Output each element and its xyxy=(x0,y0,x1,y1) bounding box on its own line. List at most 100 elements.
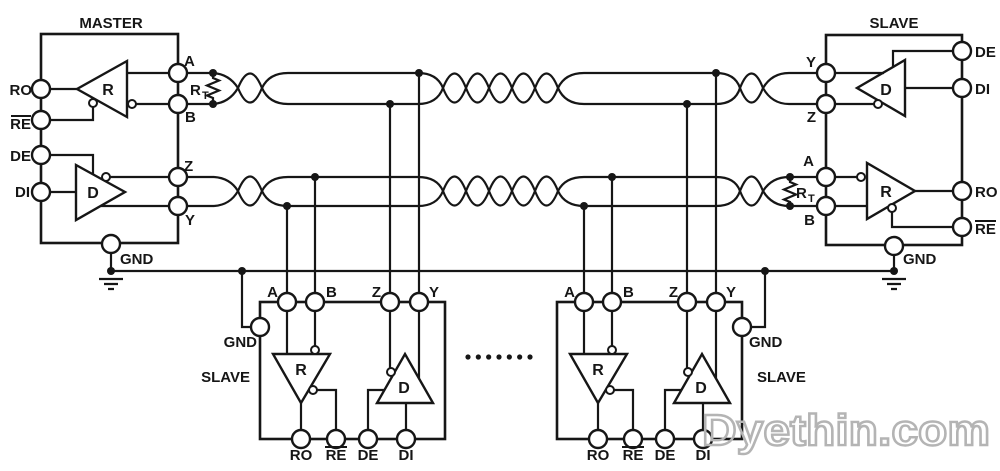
internal-wires xyxy=(285,311,421,430)
pin-y xyxy=(815,62,837,84)
cable-eye xyxy=(556,175,742,208)
pin-label-b: B xyxy=(185,109,196,126)
slave2-gnd-branch xyxy=(751,271,767,329)
twist-lens xyxy=(236,72,264,104)
resistor-zigzag xyxy=(204,73,222,104)
pin-label-ro: RO xyxy=(975,184,998,201)
slave-bottom-1-block: R D A B Z Y RO RE DE DI GND SLAVE xyxy=(201,284,447,464)
resistor-zigzag xyxy=(781,177,799,206)
pin-label-y: Y xyxy=(185,212,195,229)
pin-ro xyxy=(290,428,312,450)
pin-z xyxy=(815,93,837,115)
wire-cross xyxy=(762,71,817,106)
ellipsis-dot xyxy=(475,354,481,360)
inverting-bubble xyxy=(607,345,617,355)
inverting-bubble xyxy=(873,99,883,109)
cable-pair-top-ab xyxy=(187,71,817,106)
wire xyxy=(187,175,214,208)
device-title: SLAVE xyxy=(870,15,919,32)
driver-letter: D xyxy=(880,82,892,99)
pin-label-re: RE xyxy=(326,447,347,464)
rt-label-sub: T xyxy=(202,90,209,102)
device-title: SLAVE xyxy=(757,369,806,386)
rt-label-sub: T xyxy=(808,193,815,205)
pin-label-z: Z xyxy=(669,284,678,301)
pin-b xyxy=(815,195,837,217)
enable-bubble xyxy=(88,98,98,108)
pin-label-di: DI xyxy=(399,447,414,464)
pin-re xyxy=(951,216,973,238)
pin-a xyxy=(276,291,298,313)
pin-b xyxy=(304,291,326,313)
termination-resistor-right: R T xyxy=(781,177,815,206)
driver-letter: D xyxy=(398,380,410,397)
bus-tap-wires xyxy=(285,73,718,293)
cable-eye xyxy=(260,71,445,106)
device-outline xyxy=(39,32,180,245)
ellipsis-dot xyxy=(486,354,492,360)
pin-label-a: A xyxy=(267,284,278,301)
receiver-letter: R xyxy=(102,82,114,99)
pin-label-re: RE xyxy=(10,116,31,133)
pin-label-a: A xyxy=(184,53,195,70)
pin-de xyxy=(654,428,676,450)
internal-wires xyxy=(835,49,953,229)
earth-symbol-left xyxy=(99,277,123,291)
pin-gnd xyxy=(883,235,905,257)
inverting-bubble xyxy=(101,172,111,182)
pin-y xyxy=(705,291,727,313)
pin-z xyxy=(379,291,401,313)
receiver-triangle xyxy=(270,352,333,406)
pin-ro xyxy=(30,78,52,100)
inverting-bubble xyxy=(856,172,866,182)
slave-right-block: SLAVE D R Y Z A B DE DI RO RE GND xyxy=(803,15,998,268)
pin-gnd xyxy=(249,316,271,338)
cable-eye xyxy=(556,71,742,106)
pin-di xyxy=(951,77,973,99)
twist-lens xyxy=(738,72,765,104)
ellipsis-dot xyxy=(527,354,533,360)
enable-bubble xyxy=(605,385,615,395)
inverting-bubble xyxy=(386,367,396,377)
pin-z xyxy=(676,291,698,313)
pin-label-di: DI xyxy=(696,447,711,464)
watermark-text: Dyethin.com xyxy=(702,406,990,455)
device-title: SLAVE xyxy=(201,369,250,386)
pin-re xyxy=(30,109,52,131)
enable-bubble xyxy=(308,385,318,395)
pin-label-z: Z xyxy=(372,284,381,301)
pin-label-di: DI xyxy=(15,184,30,201)
pin-b xyxy=(601,291,623,313)
cable-pair-bottom-zy xyxy=(187,175,817,208)
ellipsis-dot xyxy=(517,354,523,360)
pin-de xyxy=(357,428,379,450)
pin-label-de: DE xyxy=(10,148,31,165)
twist-lens xyxy=(738,175,765,207)
pin-label-a: A xyxy=(803,153,814,170)
twist-lens-chain xyxy=(441,72,560,104)
pin-label-di: DI xyxy=(975,81,990,98)
pin-label-ro: RO xyxy=(587,447,610,464)
pin-di xyxy=(395,428,417,450)
pin-re xyxy=(325,428,347,450)
pin-label-de: DE xyxy=(655,447,676,464)
pin-re xyxy=(622,428,644,450)
pin-label-y: Y xyxy=(429,284,439,301)
junction-dots xyxy=(107,69,898,275)
pin-gnd xyxy=(731,316,753,338)
slave-bottom-2-block: R D A B Z Y RO RE DE DI GND SLAVE xyxy=(555,284,806,464)
pin-gnd xyxy=(100,233,122,255)
enable-bubble xyxy=(887,203,897,213)
slave1-gnd-branch xyxy=(240,271,251,329)
pin-label-de: DE xyxy=(975,44,996,61)
wire-cross xyxy=(213,175,239,208)
pin-b xyxy=(167,93,189,115)
pin-label-a: A xyxy=(564,284,575,301)
driver-letter: D xyxy=(87,185,99,202)
inverting-bubble xyxy=(127,99,137,109)
inverting-bubble xyxy=(310,345,320,355)
pin-label-z: Z xyxy=(184,158,193,175)
pin-de xyxy=(30,144,52,166)
